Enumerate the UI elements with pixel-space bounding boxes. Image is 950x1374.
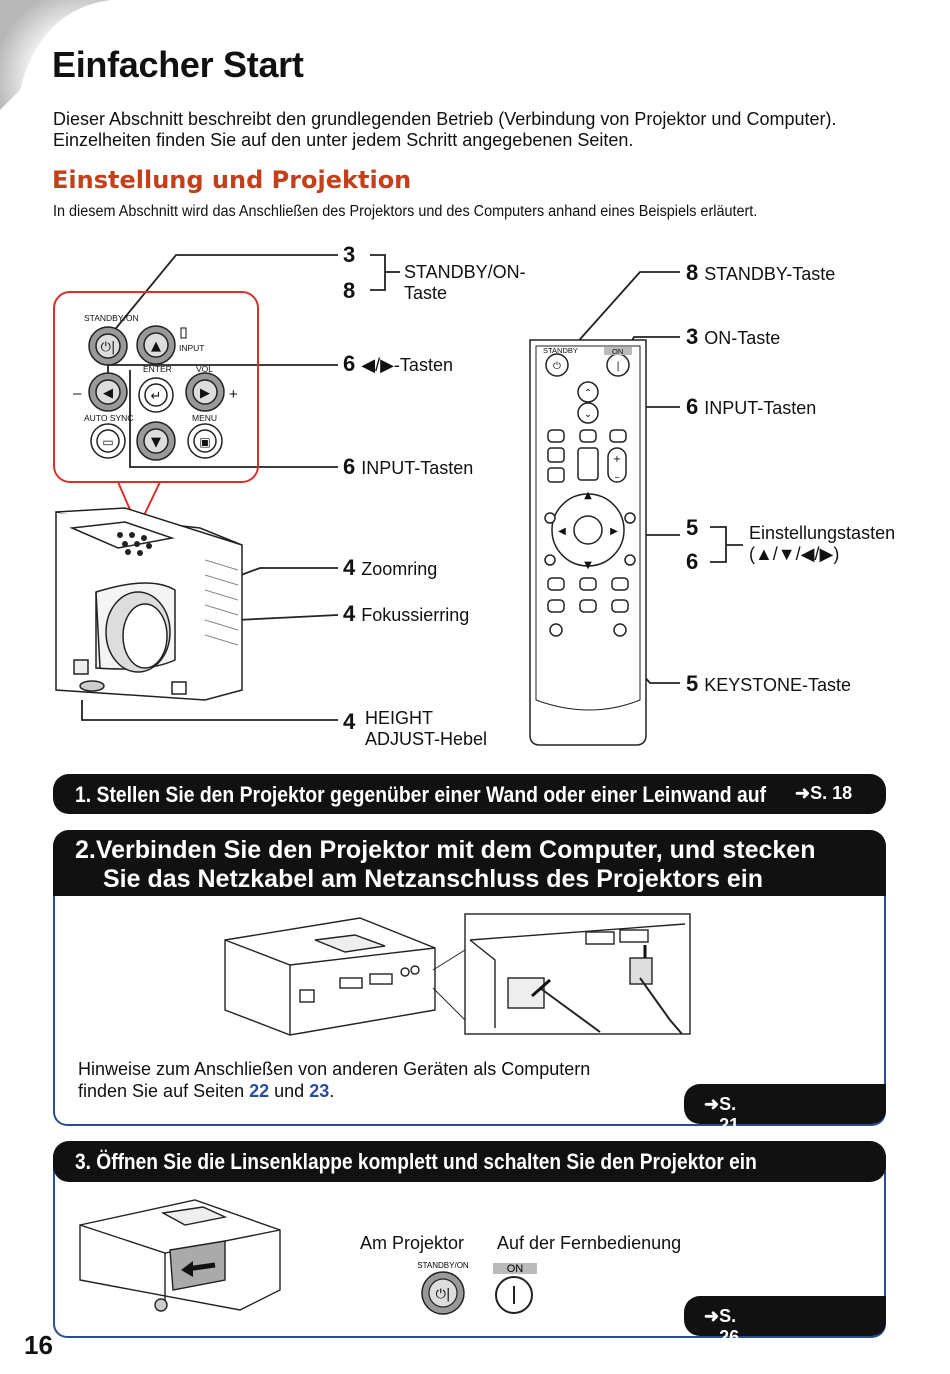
- step-2-bar: 2.Verbinden Sie den Projektor mit dem Co…: [53, 830, 886, 896]
- page-link-23[interactable]: 23: [309, 1081, 330, 1101]
- step-3-box: [53, 1162, 886, 1338]
- step-2-box: [53, 864, 886, 1126]
- step-2-title: 2.Verbinden Sie den Projektor mit dem Co…: [75, 836, 816, 893]
- svg-text:ON: ON: [507, 1263, 524, 1275]
- svg-text:▣: ▣: [199, 435, 210, 449]
- svg-text:+: +: [613, 454, 621, 465]
- connection-illustration: [224, 913, 691, 1036]
- intro-text: Dieser Abschnitt beschreibt den grundleg…: [53, 109, 837, 150]
- svg-text:–: –: [73, 385, 82, 402]
- section-description: In diesem Abschnitt wird das Anschließen…: [53, 203, 758, 220]
- step-1-ref[interactable]: ➜S. 18: [795, 783, 853, 803]
- svg-text:◀: ◀: [558, 526, 566, 537]
- svg-text:▶: ▶: [200, 386, 210, 401]
- svg-text:MENU: MENU: [192, 413, 217, 423]
- svg-text:▭: ▭: [102, 435, 113, 449]
- svg-text:+: +: [229, 386, 238, 403]
- adjust-label: Einstellungstasten (▲/▼/◀/▶): [749, 523, 896, 564]
- svg-text:–: –: [615, 472, 620, 483]
- svg-text:▲: ▲: [584, 490, 592, 501]
- step-2-note: Hinweise zum Anschließen von anderen Ger…: [78, 1059, 591, 1101]
- svg-text:AUTO SYNC: AUTO SYNC: [84, 413, 133, 423]
- svg-text:▶: ▶: [610, 526, 618, 537]
- setup-diagram: ⏻| ▲ ◀ ↵ ▶ ▭ ▼ ▣ STANDBY/ON INPUT ENTER …: [53, 254, 743, 746]
- svg-text:⏻|: ⏻|: [101, 340, 116, 355]
- step-2-ref[interactable]: ➜S. 21, 25: [684, 1084, 886, 1156]
- svg-text:◀: ◀: [103, 386, 113, 401]
- page-number: 16: [24, 1330, 53, 1360]
- step-1-title: 1. Stellen Sie den Projektor gegenüber e…: [75, 782, 767, 807]
- svg-text:⌃: ⌃: [584, 388, 592, 399]
- corner-decoration: [0, 0, 110, 110]
- step-3-ref[interactable]: ➜S. 26: [684, 1296, 886, 1347]
- height-adjust-label: HEIGHT ADJUST-Hebel: [365, 708, 488, 749]
- svg-text:⏻: ⏻: [553, 361, 561, 372]
- lens-cover-illustration: [79, 1199, 281, 1312]
- svg-text:▼: ▼: [584, 560, 592, 571]
- svg-text:|: |: [616, 361, 619, 372]
- step-3-title: 3. Öffnen Sie die Linsenklappe komplett …: [75, 1149, 757, 1174]
- power-buttons: STANDBY/ON ⏻| ON: [417, 1261, 537, 1315]
- on-remote-label: Auf der Fernbedienung: [497, 1233, 682, 1253]
- svg-text:INPUT: INPUT: [179, 343, 205, 353]
- svg-text:ENTER: ENTER: [143, 364, 172, 374]
- vol-label: 6◀/▶-Tasten: [343, 351, 453, 376]
- height-num: 4: [343, 709, 356, 734]
- svg-text:⏻|: ⏻|: [436, 1287, 451, 1302]
- adjust-num-6: 6: [686, 549, 699, 574]
- on-projector-label: Am Projektor: [360, 1233, 465, 1253]
- adjust-num-5: 5: [686, 515, 699, 540]
- svg-text:⌄: ⌄: [584, 409, 592, 420]
- svg-text:VOL: VOL: [196, 364, 213, 374]
- page-title: Einfacher Start: [52, 44, 304, 85]
- standby-on-label: STANDBY/ON- Taste: [404, 262, 526, 303]
- svg-text:STANDBY/ON: STANDBY/ON: [417, 1261, 469, 1270]
- step-1-bar: 1. Stellen Sie den Projektor gegenüber e…: [53, 774, 886, 814]
- page-link-22[interactable]: 22: [249, 1081, 270, 1101]
- standby-num-8: 8: [343, 278, 356, 303]
- svg-text:STANDBY/ON: STANDBY/ON: [84, 313, 139, 323]
- svg-text:ON: ON: [612, 347, 623, 356]
- standby-num-3: 3: [343, 242, 356, 267]
- svg-text:▲: ▲: [151, 339, 161, 354]
- step-3-bar: 3. Öffnen Sie die Linsenklappe komplett …: [53, 1141, 886, 1182]
- svg-text:▼: ▼: [151, 435, 161, 450]
- svg-text:STANDBY: STANDBY: [543, 346, 578, 355]
- svg-text:↵: ↵: [151, 389, 162, 404]
- section-title: Einstellung und Projektion: [52, 166, 412, 194]
